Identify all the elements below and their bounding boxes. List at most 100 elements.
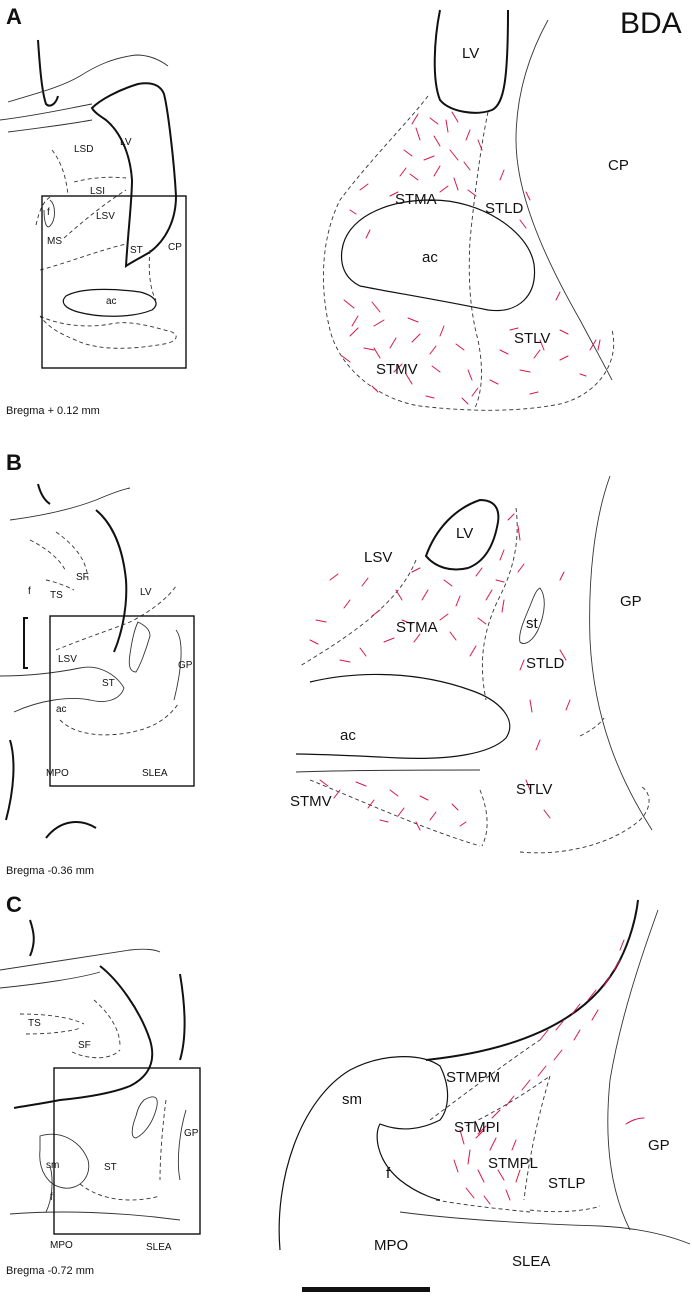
outline xyxy=(35,195,53,226)
detail-label: MPO xyxy=(374,1237,408,1254)
panel-letter-c: C xyxy=(6,892,22,917)
outline xyxy=(309,779,481,847)
outline xyxy=(433,9,509,114)
detail-label: ac xyxy=(340,727,356,744)
outline xyxy=(0,666,125,713)
outline xyxy=(322,95,615,411)
fiber-cluster xyxy=(453,939,625,1205)
overview-label: ac xyxy=(106,296,117,307)
overview-label: SF xyxy=(76,572,89,583)
outline xyxy=(39,243,127,271)
outline xyxy=(51,149,69,196)
overview-label: LSD xyxy=(74,144,93,155)
overview-label: LV xyxy=(120,137,132,148)
outline xyxy=(148,249,157,301)
overview-label: MS xyxy=(47,236,62,247)
outline xyxy=(95,509,128,653)
overview-label: f xyxy=(47,207,50,218)
overview-b: SF f TS LV LSV ST GP ac MPO SLEA xyxy=(0,483,195,839)
overview-label: SLEA xyxy=(146,1242,172,1253)
overview-label: ST xyxy=(102,678,115,689)
outline xyxy=(63,189,127,239)
detail-label: STMV xyxy=(376,361,418,378)
outline xyxy=(179,973,186,1061)
bregma-label-b: Bregma -0.36 mm xyxy=(6,865,94,877)
bregma-label-c: Bregma -0.72 mm xyxy=(6,1265,94,1277)
outline xyxy=(93,999,121,1047)
detail-label: GP xyxy=(648,1137,670,1154)
outline xyxy=(295,769,481,773)
detail-label: STLD xyxy=(526,655,565,672)
outline xyxy=(340,199,536,312)
detail-label: STLP xyxy=(548,1175,586,1192)
overview-a: LSD LV LSI f LSV MS ST CP ac xyxy=(0,39,187,369)
detail-label: STMA xyxy=(395,191,437,208)
outline xyxy=(73,176,127,183)
outline xyxy=(128,621,151,673)
fiber-cluster xyxy=(309,513,571,831)
overview-c: TS SF GP sm ST f MPO SLEA xyxy=(0,919,201,1253)
outline xyxy=(39,1133,90,1189)
outline xyxy=(90,82,178,268)
detail-label: LV xyxy=(456,525,473,542)
outline xyxy=(7,54,169,103)
detail-label: STMPM xyxy=(446,1069,500,1086)
outline xyxy=(45,1165,53,1213)
detail-b: LV LSV GP st STMA STLD ac STMV STLV xyxy=(290,475,653,854)
outline xyxy=(173,629,182,701)
outline xyxy=(468,111,489,411)
overview-label: f xyxy=(50,1192,53,1203)
outline xyxy=(25,1027,81,1035)
panel-b: B SF f TS LV LSV ST GP ac MPO xyxy=(0,450,653,877)
scale-bar xyxy=(302,1287,430,1292)
outline xyxy=(0,103,93,121)
outline xyxy=(519,587,545,644)
outline xyxy=(429,1039,541,1121)
overview-label: TS xyxy=(28,1018,41,1029)
outline xyxy=(43,199,55,228)
panel-letter-b: B xyxy=(6,450,22,475)
panel-c: C TS SF GP sm ST f MPO xyxy=(0,892,691,1277)
outline xyxy=(131,1096,158,1139)
overview-label: ST xyxy=(104,1162,117,1173)
detail-label: CP xyxy=(608,157,629,174)
outline xyxy=(37,483,51,505)
outline xyxy=(23,617,28,669)
overview-label: ac xyxy=(56,704,67,715)
outline xyxy=(159,1099,167,1181)
outline xyxy=(9,487,131,521)
outline xyxy=(62,288,157,317)
outline xyxy=(9,1211,181,1221)
overview-label: sm xyxy=(46,1160,59,1171)
overview-label: LSV xyxy=(96,211,115,222)
outline xyxy=(55,585,177,651)
bregma-label-a: Bregma + 0.12 mm xyxy=(6,405,100,417)
outline xyxy=(0,948,161,971)
outline xyxy=(29,539,67,573)
outline xyxy=(5,739,15,821)
detail-label: sm xyxy=(342,1091,362,1108)
overview-label: MPO xyxy=(46,768,69,779)
outline xyxy=(55,531,89,583)
overview-label: CP xyxy=(168,242,182,253)
outline xyxy=(39,315,177,349)
outline xyxy=(79,1183,161,1201)
overview-label: MPO xyxy=(50,1240,73,1251)
detail-label: LSV xyxy=(364,549,392,566)
outline xyxy=(177,1109,187,1181)
detail-label: LV xyxy=(462,45,479,62)
detail-label: st xyxy=(526,615,539,632)
outline xyxy=(59,703,179,736)
overview-label: GP xyxy=(184,1128,199,1139)
outline xyxy=(519,785,650,854)
detail-label: STMPI xyxy=(454,1119,500,1136)
overview-label: LV xyxy=(140,587,152,598)
outline xyxy=(424,498,500,571)
detail-label: f xyxy=(386,1165,391,1182)
outline xyxy=(71,1049,121,1059)
overview-label: SLEA xyxy=(142,768,168,779)
detail-label: STLD xyxy=(485,200,524,217)
fiber-cluster xyxy=(341,111,601,405)
outline xyxy=(19,1013,85,1025)
outline xyxy=(13,965,154,1109)
